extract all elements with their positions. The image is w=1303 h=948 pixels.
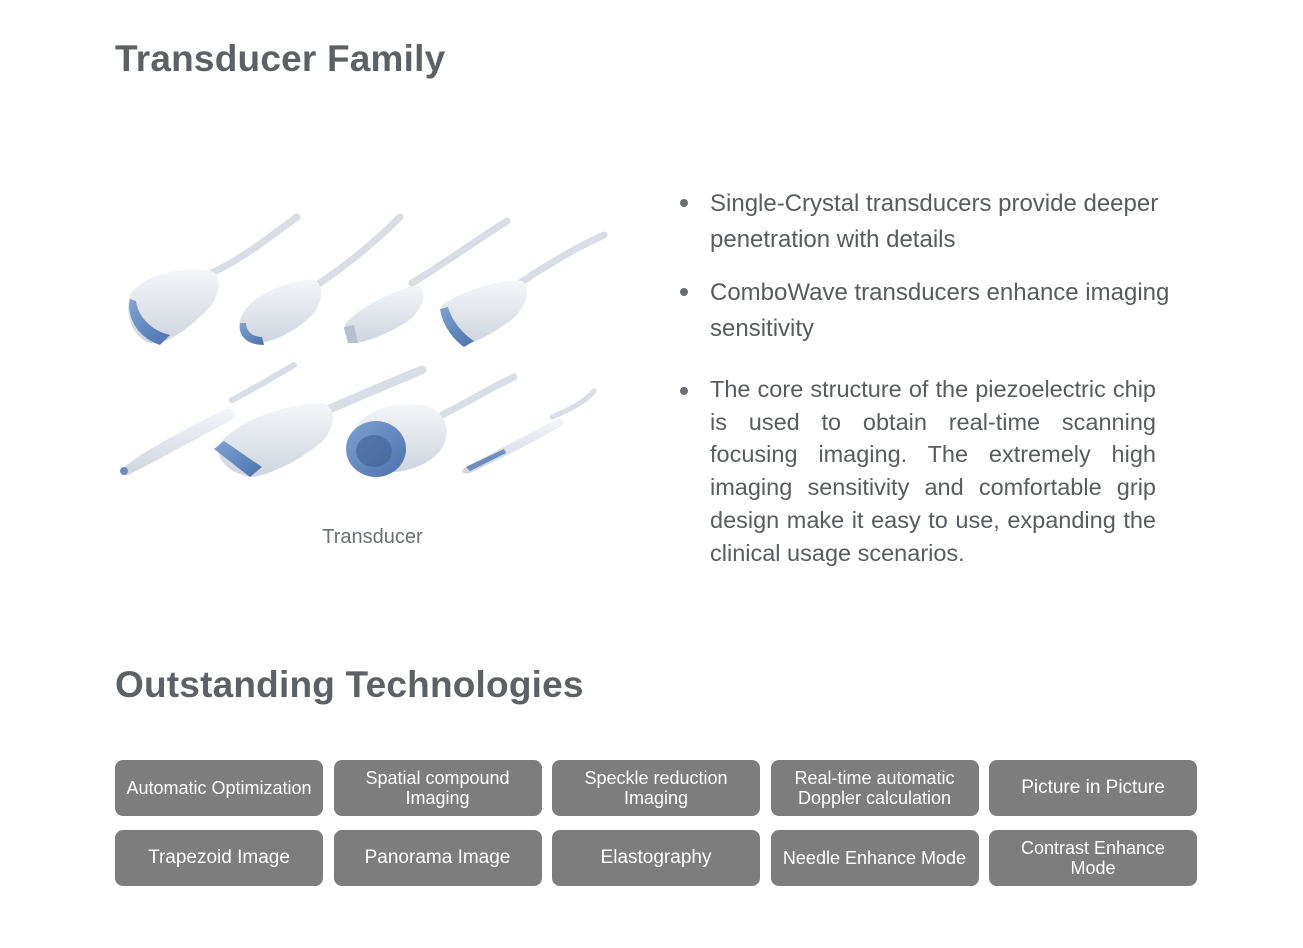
feature-bullet-list: Single-Crystal transducers provide deepe… — [676, 186, 1176, 569]
tech-pill-needle-enhance-mode: Needle Enhance Mode — [770, 830, 979, 886]
probe-convex-icon — [128, 213, 301, 345]
bullet-dot-icon — [680, 199, 688, 207]
probe-phased-icon — [344, 217, 511, 343]
tech-pill-automatic-optimization: Automatic Optimization — [115, 760, 323, 816]
bullet-dot-icon — [680, 387, 688, 395]
tech-pill-contrast-enhance-mode: Contrast Enhance Mode — [989, 830, 1197, 886]
section-title-outstanding-technologies: Outstanding Technologies — [115, 664, 584, 705]
tech-pill-speckle-reduction-imaging: Speckle reduction Imaging — [552, 760, 760, 816]
feature-bullet: ComboWave transducers enhance imaging se… — [676, 275, 1176, 367]
tech-pill-spatial-compound-imaging: Spatial compound Imaging — [333, 760, 542, 816]
section-title-transducer-family: Transducer Family — [115, 38, 446, 79]
probe-volume-icon — [346, 373, 518, 477]
transducer-illustration — [120, 213, 608, 477]
transducer-image — [112, 205, 612, 490]
tech-pill-elastography: Elastography — [552, 830, 760, 886]
probe-microconvex-icon — [239, 213, 404, 345]
feature-bullet: The core structure of the piezoelectric … — [676, 367, 1156, 569]
probe-large-linear-icon — [214, 365, 427, 477]
tech-pill-doppler-calculation: Real-time automatic Doppler calculation — [770, 760, 979, 816]
probe-linear-icon — [440, 231, 608, 347]
tech-pill-trapezoid-image: Trapezoid Image — [115, 830, 323, 886]
tech-pill-panorama-image: Panorama Image — [333, 830, 542, 886]
bullet-text: Single-Crystal transducers provide deepe… — [710, 190, 1159, 253]
tech-pill-picture-in-picture: Picture in Picture — [989, 760, 1197, 816]
feature-bullet: Single-Crystal transducers provide deepe… — [676, 186, 1176, 275]
bullet-dot-icon — [680, 288, 688, 296]
probe-slim-icon — [462, 388, 597, 474]
image-caption: Transducer — [322, 526, 423, 548]
technology-grid: Automatic Optimization Spatial compound … — [115, 760, 1197, 886]
bullet-text: ComboWave transducers enhance imaging se… — [710, 279, 1170, 342]
probe-endocavity-icon — [120, 362, 297, 476]
bullet-text: The core structure of the piezoelectric … — [710, 376, 1156, 566]
